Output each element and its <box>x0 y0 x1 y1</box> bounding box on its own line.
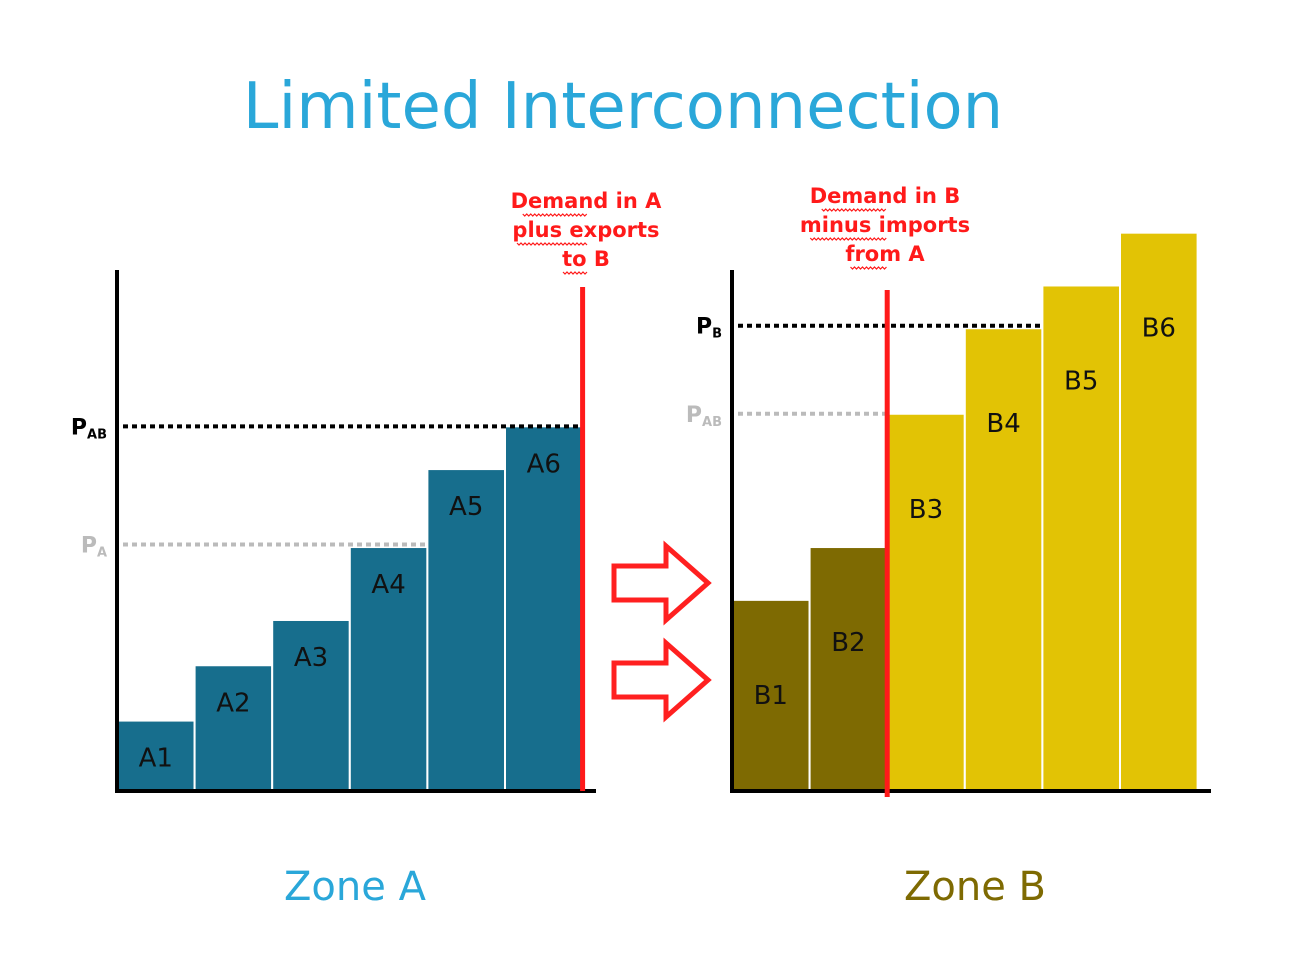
demand-annotation-line: minus imports <box>800 213 970 237</box>
price-main-subscript: AB <box>87 427 107 442</box>
bar-label-b4: B4 <box>986 409 1020 439</box>
price-main-symbol: P <box>696 315 712 340</box>
price-faded-subscript: AB <box>702 415 722 430</box>
spellcheck-underline <box>522 213 588 217</box>
demand-annotation-line: to B <box>562 247 610 271</box>
zone-a-label: Zone A <box>284 864 427 910</box>
price-faded-label: PAB <box>686 403 722 430</box>
spellcheck-underline <box>821 208 887 212</box>
bar-label-b1: B1 <box>754 681 788 711</box>
price-faded-label: PA <box>81 534 107 561</box>
zone-b-label: Zone B <box>904 864 1046 910</box>
bar-label-b2: B2 <box>831 628 865 658</box>
bar-b2 <box>808 546 889 792</box>
price-main-symbol: P <box>71 415 87 440</box>
price-faded-subscript: A <box>97 546 107 561</box>
price-faded-symbol: P <box>686 403 702 428</box>
demand-annotation-line: plus exports <box>512 218 659 242</box>
spellcheck-underline <box>516 242 588 246</box>
bar-label-a2: A2 <box>216 688 250 718</box>
arrow-right-icon <box>611 540 712 626</box>
bar-label-b5: B5 <box>1064 366 1098 396</box>
spellcheck-underline <box>850 266 887 270</box>
price-main-label: PB <box>696 315 722 342</box>
demand-annotation-line: Demand in B <box>810 184 961 208</box>
arrow-right-icon <box>611 637 712 723</box>
bar-label-a4: A4 <box>371 570 405 600</box>
price-main-subscript: B <box>712 327 722 342</box>
bar-label-b3: B3 <box>909 495 943 525</box>
demand-annotation-line: from A <box>845 242 925 266</box>
bar-a4 <box>348 546 429 792</box>
bar-label-b6: B6 <box>1142 314 1176 344</box>
bar-b5 <box>1041 284 1122 792</box>
bar-b3 <box>886 412 966 792</box>
bar-a6 <box>504 425 584 792</box>
bar-label-a6: A6 <box>527 449 561 479</box>
flow-arrows <box>611 540 712 723</box>
bar-a3 <box>271 618 351 792</box>
bar-b4 <box>963 327 1044 792</box>
price-faded-symbol: P <box>81 534 97 559</box>
spellcheck-underline <box>809 237 887 241</box>
bar-label-a3: A3 <box>294 643 328 673</box>
page-title: Limited Interconnection <box>243 70 1003 144</box>
demand-annotation-line: Demand in A <box>511 189 662 213</box>
spellcheck-underline <box>562 271 588 275</box>
bar-label-a5: A5 <box>449 492 483 522</box>
bar-a5 <box>426 468 506 792</box>
bar-label-a1: A1 <box>139 744 173 774</box>
bar-a2 <box>193 664 274 792</box>
price-main-label: PAB <box>71 415 107 442</box>
